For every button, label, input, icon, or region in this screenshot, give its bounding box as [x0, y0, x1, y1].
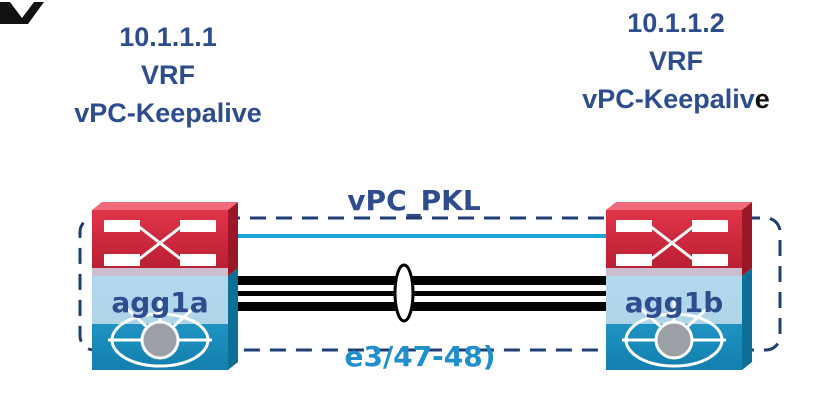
switch-x-icon	[616, 220, 728, 266]
port-channel-ellipse	[393, 263, 415, 323]
switch-agg1a[interactable]: agg1a	[92, 202, 238, 370]
switch-arrows-icon	[622, 300, 726, 368]
right-keepalive-last: e	[754, 84, 770, 114]
left-switch-labels: 10.1.1.1 VRF vPC-Keepalive	[48, 18, 288, 132]
right-switch-labels: 10.1.1.2 VRF vPC-Keepalive	[556, 4, 796, 118]
switch-arrows-icon	[108, 300, 212, 368]
left-switch-keepalive: vPC-Keepalive	[74, 98, 262, 128]
switch-name-agg1b: agg1b	[625, 286, 724, 319]
port-channel-label: e3/47-48)	[344, 340, 495, 373]
left-switch-ip: 10.1.1.1	[119, 22, 217, 52]
switch-name-agg1a: agg1a	[111, 286, 208, 319]
switch-x-icon	[104, 220, 216, 266]
right-switch-keepalive: vPC-Keepalive	[556, 80, 796, 118]
left-switch-vrf: VRF	[141, 60, 195, 90]
peer-link	[236, 263, 608, 323]
pkl-label: vPC_PKL	[347, 184, 481, 217]
pkl-label-bg	[330, 184, 500, 214]
right-switch-vrf: VRF	[649, 46, 703, 76]
cropped-glyph	[0, 2, 44, 24]
right-keepalive-main: vPC-Keepaliv	[582, 84, 755, 114]
right-switch-ip: 10.1.1.2	[627, 8, 725, 38]
vpc-domain-dashed-box	[78, 216, 782, 352]
switch-agg1b[interactable]: agg1b	[606, 202, 752, 370]
